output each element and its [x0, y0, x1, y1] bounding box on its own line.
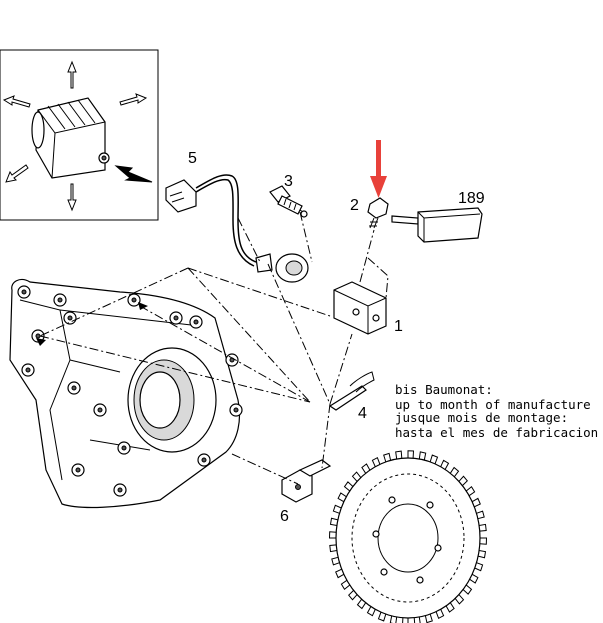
part-2-bolt — [367, 197, 389, 229]
part-5-wiring-harness — [165, 174, 309, 283]
callout-6: 6 — [280, 508, 289, 525]
part-6-bracket — [281, 459, 332, 503]
callout-1: 1 — [394, 318, 403, 335]
reluctor-wheel — [328, 450, 488, 623]
note-line-fr: jusque mois de montage: — [395, 410, 568, 425]
wheel-teeth — [328, 450, 488, 623]
callout-4: 4 — [358, 405, 367, 422]
inset-movement-arrows — [2, 60, 148, 212]
highlight-arrow — [370, 140, 387, 198]
note-line-es: hasta el mes de fabricacion — [395, 425, 598, 440]
transmission-housing — [9, 278, 243, 509]
inset-pointer-arrow — [114, 165, 153, 183]
note-line-de: bis Baumonat: — [395, 382, 493, 397]
manufacture-note: bis Baumonat: up to month of manufacture… — [395, 382, 598, 440]
assembly-lines — [39, 211, 389, 485]
note-line-en: up to month of manufacture — [395, 397, 591, 412]
housing-bolt-bosses — [17, 285, 243, 497]
callout-3: 3 — [284, 173, 293, 190]
inset-solenoid-block — [31, 97, 110, 179]
callout-labels: 5 3 2 189 1 4 6 — [188, 150, 485, 525]
part-3-bolt — [269, 185, 308, 218]
callout-189: 189 — [458, 190, 485, 207]
callout-2: 2 — [350, 197, 359, 214]
callout-5: 5 — [188, 150, 197, 167]
part-1-bracket — [333, 281, 387, 335]
part-4-clip — [328, 371, 375, 411]
inset-frame — [0, 49, 159, 221]
part-189-tool — [391, 207, 483, 243]
inset-detail-view — [0, 49, 159, 221]
